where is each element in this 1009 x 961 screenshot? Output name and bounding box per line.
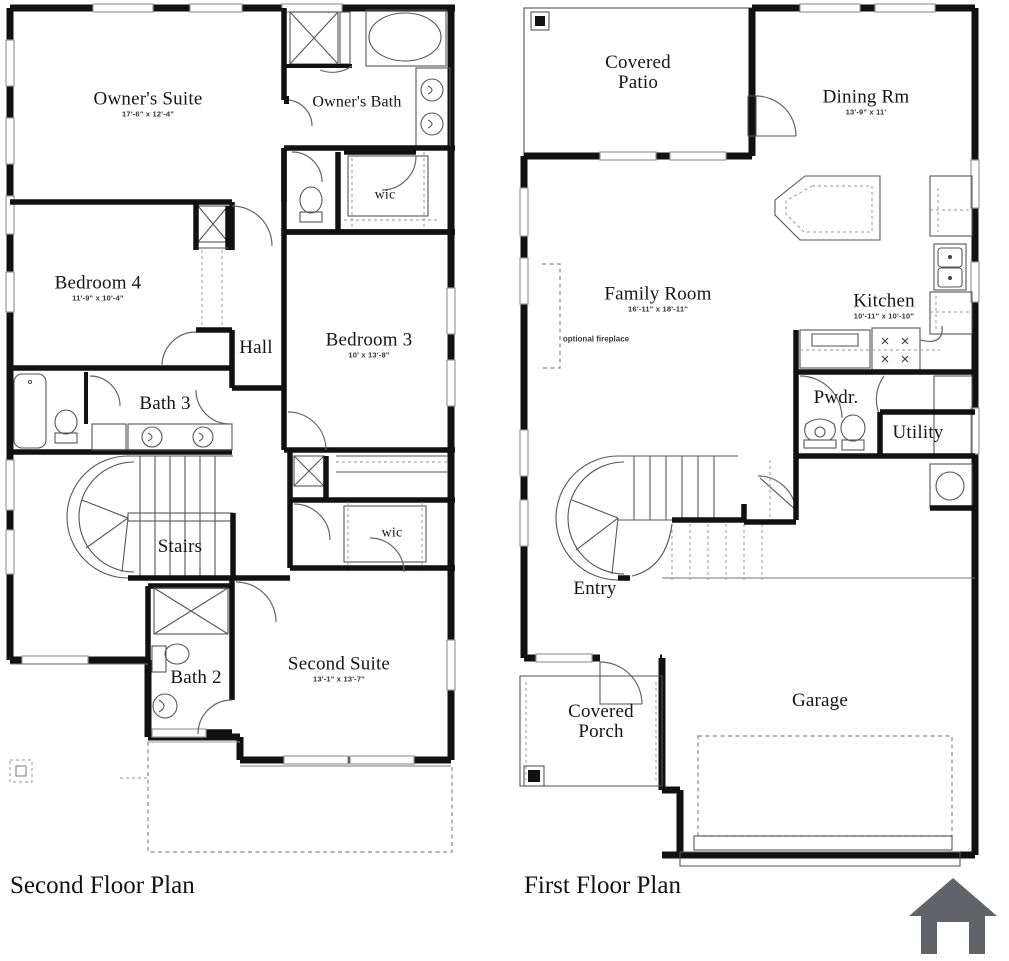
second-floor-footprint-dashed bbox=[9, 663, 453, 853]
second-suite-walls bbox=[232, 575, 290, 623]
room-name-entry: Entry bbox=[573, 578, 617, 600]
water-heater bbox=[929, 463, 975, 511]
room-label-owners-suite: Owner's Suite 17'-6" x 12'-4" bbox=[93, 88, 203, 119]
kitchen-island bbox=[774, 175, 881, 241]
covered-patio-line2: Patio bbox=[617, 72, 659, 93]
bath-3-group bbox=[13, 372, 233, 451]
caption-second-floor-plan: Second Floor Plan bbox=[10, 872, 195, 899]
bath-2-group bbox=[145, 578, 235, 738]
house-roof-logo-icon bbox=[909, 878, 997, 954]
room-label-wic-upper: wic bbox=[374, 187, 396, 204]
room-name-garage: Garage bbox=[791, 690, 849, 712]
room-name-hall: Hall bbox=[239, 337, 273, 359]
room-label-wic-lower: wic bbox=[381, 525, 403, 542]
room-label-second-suite: Second Suite 13'-1" x 13'-7" bbox=[287, 653, 391, 684]
room-dims-family-room: 16'-11" x 18'-11" bbox=[628, 304, 688, 314]
room-label-family-room: Family Room 16'-11" x 18'-11" bbox=[604, 283, 712, 314]
room-name-bath-2: Bath 2 bbox=[170, 667, 222, 689]
room-name-covered-patio: Covered Patio bbox=[605, 53, 671, 93]
hall-walls bbox=[10, 202, 287, 455]
house-roof-logo bbox=[905, 872, 1001, 956]
stairs-second-floor bbox=[66, 455, 236, 581]
covered-porch-line1: Covered bbox=[568, 701, 634, 723]
room-name-stairs: Stairs bbox=[157, 536, 203, 558]
room-name-kitchen: Kitchen bbox=[853, 290, 915, 312]
room-label-entry: Entry bbox=[573, 579, 616, 599]
room-dims-dining-rm: 13'-9" x 11' bbox=[845, 107, 887, 117]
room-name-family-room: Family Room bbox=[604, 283, 712, 305]
room-name-utility: Utility bbox=[892, 422, 944, 444]
room-dims-owners-suite: 17'-6" x 12'-4" bbox=[121, 109, 175, 119]
bedroom-3-walls bbox=[284, 229, 455, 453]
room-name-dining-rm: Dining Rm bbox=[822, 86, 910, 108]
owners-bath-group bbox=[284, 9, 455, 151]
lower-wic-group bbox=[287, 452, 455, 573]
caption-first-floor-plan: First Floor Plan bbox=[524, 872, 681, 899]
room-name-pwdr: Pwdr. bbox=[813, 387, 859, 409]
first-floor-windows bbox=[519, 3, 980, 663]
stairs-first-floor bbox=[555, 455, 975, 581]
room-name-owners-bath: Owner's Bath bbox=[312, 93, 402, 111]
room-dims-bedroom-4: 11'-9" x 10'-4" bbox=[72, 293, 124, 303]
dining-patio-door bbox=[747, 95, 797, 137]
room-name-second-suite: Second Suite bbox=[287, 653, 391, 675]
room-name-bedroom-3: Bedroom 3 bbox=[325, 329, 413, 351]
room-dims-bedroom-3: 10' x 13'-8" bbox=[348, 350, 390, 360]
garage-outline bbox=[679, 735, 961, 867]
room-label-bath-3: Bath 3 bbox=[139, 394, 190, 414]
room-dims-second-suite: 13'-1" x 13'-7" bbox=[312, 674, 366, 684]
covered-patio-line1: Covered bbox=[605, 52, 671, 74]
room-name-wic-lower: wic bbox=[381, 525, 403, 541]
second-floor-plan-group bbox=[5, 3, 456, 853]
room-label-covered-patio: Covered Patio bbox=[605, 53, 671, 93]
utility-group bbox=[880, 375, 975, 459]
garage-entry-door bbox=[741, 456, 799, 525]
room-label-bedroom-3: Bedroom 3 10' x 13'-8" bbox=[325, 329, 413, 360]
optional-fireplace-dashed bbox=[542, 263, 561, 369]
room-label-bedroom-4: Bedroom 4 11'-9" x 10'-4" bbox=[54, 272, 142, 303]
room-label-covered-porch: Covered Porch bbox=[568, 702, 634, 742]
room-label-kitchen: Kitchen 10'-11" x 10'-10" bbox=[853, 290, 915, 321]
covered-porch-outline bbox=[519, 675, 663, 787]
note-optional-fireplace: optional fireplace bbox=[562, 334, 630, 344]
room-name-wic-upper: wic bbox=[374, 187, 396, 203]
entry-door bbox=[599, 661, 643, 705]
second-floor-windows bbox=[5, 3, 456, 765]
room-name-covered-porch: Covered Porch bbox=[568, 702, 634, 742]
room-label-bath-2: Bath 2 bbox=[170, 668, 221, 688]
room-label-utility: Utility bbox=[892, 423, 943, 443]
room-label-hall: Hall bbox=[239, 338, 273, 358]
first-floor-plan-group bbox=[519, 3, 980, 867]
room-label-stairs: Stairs bbox=[158, 537, 202, 557]
kitchen-counters bbox=[793, 175, 975, 375]
upper-wic-and-toilet bbox=[281, 148, 455, 235]
room-label-dining-rm: Dining Rm 13'-9" x 11' bbox=[822, 86, 910, 117]
room-label-garage: Garage bbox=[792, 691, 848, 711]
room-label-pwdr: Pwdr. bbox=[814, 388, 859, 408]
pwdr-group bbox=[793, 372, 885, 459]
covered-porch-line2: Porch bbox=[578, 721, 624, 742]
bedroom-4-walls bbox=[10, 202, 232, 371]
room-name-bath-3: Bath 3 bbox=[139, 393, 191, 415]
room-name-owners-suite: Owner's Suite bbox=[93, 88, 203, 110]
room-label-owners-bath: Owner's Bath bbox=[312, 93, 402, 112]
room-name-bedroom-4: Bedroom 4 bbox=[54, 272, 142, 294]
room-dims-kitchen: 10'-11" x 10'-10" bbox=[853, 311, 915, 321]
